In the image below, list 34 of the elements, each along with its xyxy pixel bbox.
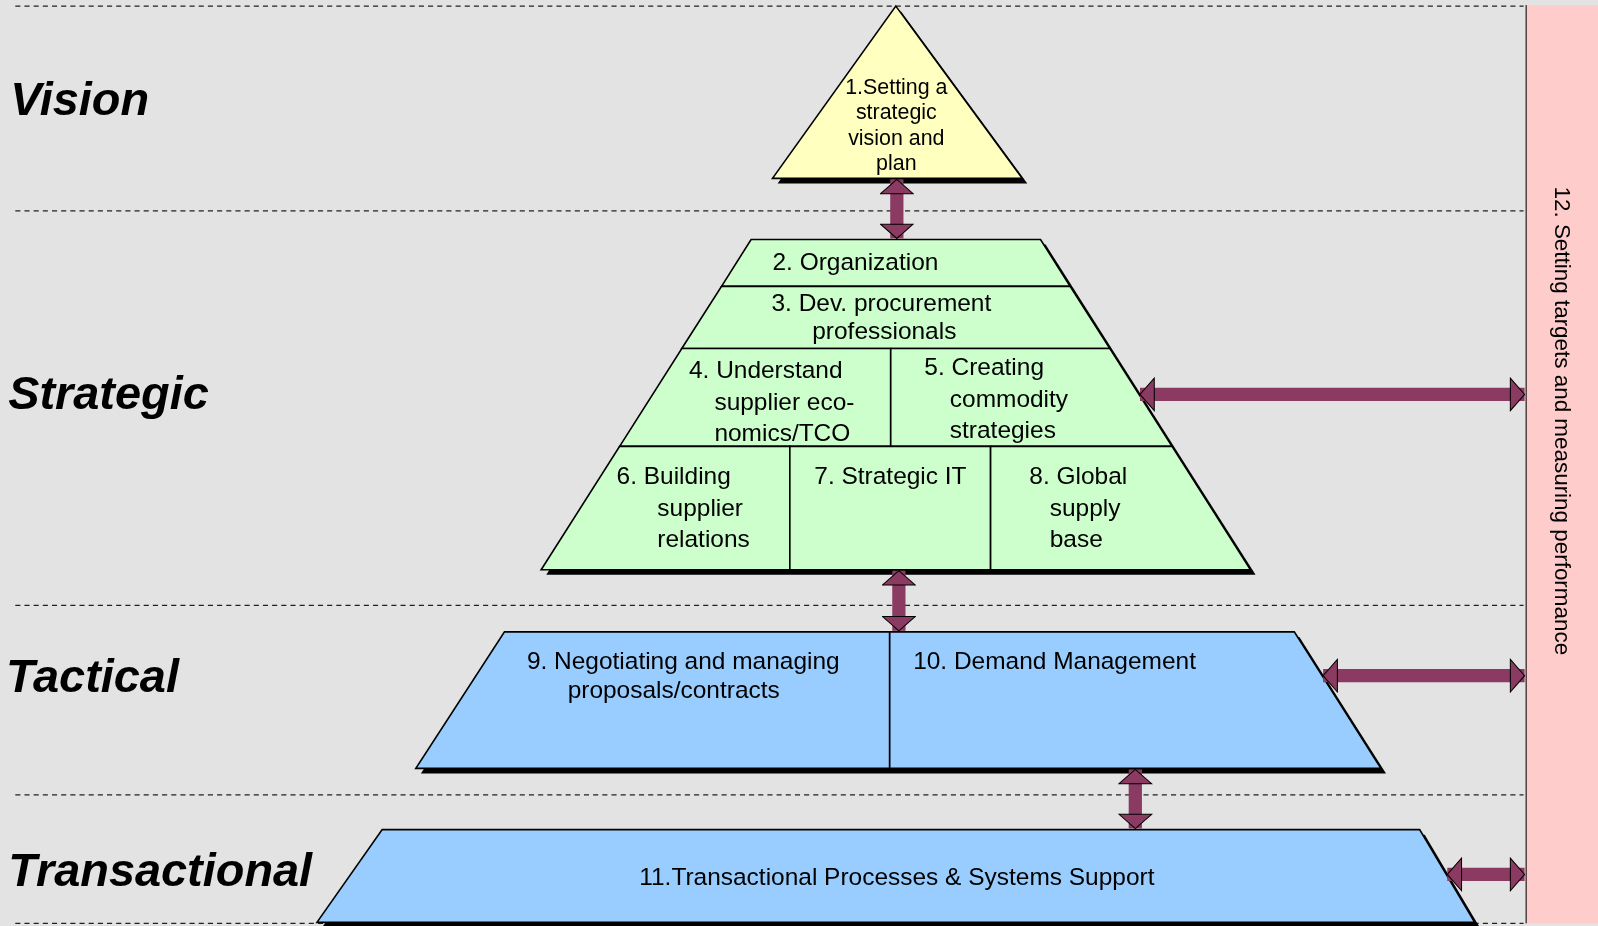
double-arrow (1139, 377, 1526, 412)
tactical-segment (415, 631, 890, 769)
segment-label: 5. Creating commodity strategies (924, 351, 1070, 446)
segment-label: 10. Demand Management (913, 645, 1197, 675)
segment-label: 9. Negotiating and managing proposals/contracts (526, 645, 841, 705)
band-label: 12. Setting targets and measuring performance (1549, 186, 1576, 656)
pyramid-segment (990, 446, 1251, 570)
segment-label: 6. Building supplier relations (616, 460, 751, 555)
double-arrow (882, 570, 916, 632)
pyramid-segment (619, 348, 891, 447)
pyramid-segment (721, 239, 1071, 287)
segment-label: 8. Global supply base (1029, 460, 1129, 555)
pyramid-segment (890, 348, 1172, 447)
double-arrow (880, 178, 914, 239)
side-band (1525, 5, 1598, 924)
pyramid-segment (789, 446, 991, 570)
level-label: Tactical (6, 648, 179, 704)
level-label: Strategic (8, 364, 209, 420)
segment-label: 2. Organization (772, 247, 940, 277)
segment-label: 1.Setting a strategic vision and plan (844, 73, 949, 176)
segment-label: 4. Understand supplier eco- nomics/TCO (688, 354, 856, 449)
double-arrow (1322, 658, 1526, 693)
vision-triangle (772, 6, 1023, 179)
double-arrow (1118, 768, 1153, 830)
level-label: Vision (10, 71, 150, 127)
segment-label: 11.Transactional Processes & Systems Support (638, 861, 1156, 891)
double-arrow (1446, 857, 1526, 892)
pyramid-segment (681, 286, 1110, 349)
level-label: Transactional (8, 841, 313, 897)
segment-label: 7. Strategic IT (814, 460, 968, 492)
segment-label: 3. Dev. procurement professionals (771, 288, 993, 346)
tactical-segment (889, 631, 1381, 769)
pyramid-segment (541, 446, 790, 570)
transactional-trapezoid (316, 829, 1475, 923)
